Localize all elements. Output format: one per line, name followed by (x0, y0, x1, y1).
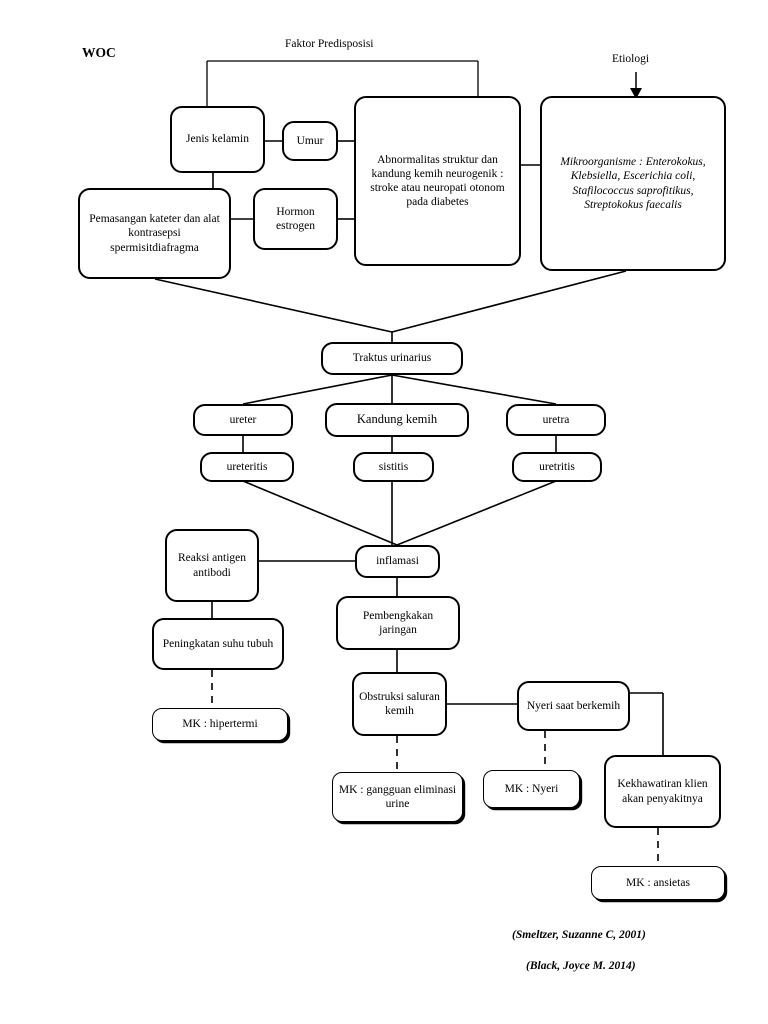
node-pemasangan-kateter-label: Pemasangan kateter dan alat kontrasepsi … (89, 213, 220, 254)
node-inflamasi[interactable]: inflamasi (355, 545, 440, 578)
node-uretritis[interactable]: uretritis (512, 452, 602, 482)
node-kekhawatiran-klien-label: Kekhawatiran klien akan penyakitnya (617, 778, 708, 805)
node-mikroorganisme-label: Mikroorganisme : Enterokokus, Klebsiella… (560, 156, 706, 211)
node-umur-label: Umur (296, 134, 324, 147)
node-mk-gangguan-eliminasi-urine-label: MK : gangguan eliminasi urine (338, 783, 457, 810)
node-pemasangan-kateter[interactable]: Pemasangan kateter dan alat kontrasepsi … (78, 188, 231, 279)
node-nyeri-saat-berkemih[interactable]: Nyeri saat berkemih (517, 681, 630, 731)
node-sistitis[interactable]: sistitis (353, 452, 434, 482)
node-kekhawatiran-klien[interactable]: Kekhawatiran klien akan penyakitnya (604, 755, 721, 828)
node-mk-ansietas-label: MK : ansietas (626, 876, 690, 889)
node-mk-nyeri-label: MK : Nyeri (504, 782, 559, 795)
node-umur[interactable]: Umur (282, 121, 338, 161)
node-mk-nyeri[interactable]: MK : Nyeri (483, 770, 580, 808)
node-nyeri-saat-berkemih-label: Nyeri saat berkemih (526, 699, 621, 712)
node-obstruksi-saluran-kemih-label: Obstruksi saluran kemih (359, 690, 440, 717)
node-pembengkakan-jaringan-label: Pembengkakan jaringan (362, 609, 434, 636)
node-peningkatan-suhu-tubuh-label: Peningkatan suhu tubuh (162, 637, 274, 650)
node-reaksi-antigen-antibodi-label: Reaksi antigen antibodi (177, 552, 247, 579)
node-mk-hipertermi-label: MK : hipertermi (182, 718, 258, 731)
node-kandung-kemih[interactable]: Kandung kemih (325, 403, 469, 437)
node-peningkatan-suhu-tubuh[interactable]: Peningkatan suhu tubuh (152, 618, 284, 670)
citation-smeltzer: (Smeltzer, Suzanne C, 2001) (512, 929, 646, 941)
node-pembengkakan-jaringan[interactable]: Pembengkakan jaringan (336, 596, 460, 650)
node-uretritis-label: uretritis (539, 460, 575, 473)
node-reaksi-antigen-antibodi[interactable]: Reaksi antigen antibodi (165, 529, 259, 602)
node-abnormalitas[interactable]: Abnormalitas struktur dan kandung kemih … (354, 96, 521, 266)
node-jenis-kelamin[interactable]: Jenis kelamin (170, 106, 265, 173)
node-hormon-estrogen-label: Hormon estrogen (276, 205, 315, 232)
faktor-predisposisi-label: Faktor Predisposisi (285, 38, 374, 50)
node-inflamasi-label: inflamasi (376, 555, 419, 568)
node-kandung-kemih-label: Kandung kemih (356, 412, 438, 427)
node-mikroorganisme[interactable]: Mikroorganisme : Enterokokus, Klebsiella… (540, 96, 726, 271)
node-ureteritis[interactable]: ureteritis (200, 452, 294, 482)
node-hormon-estrogen[interactable]: Hormon estrogen (253, 188, 338, 250)
page-title: WOC (82, 45, 116, 60)
node-mk-gangguan-eliminasi-urine[interactable]: MK : gangguan eliminasi urine (332, 772, 463, 822)
node-ureter-label: ureter (229, 413, 257, 426)
node-obstruksi-saluran-kemih[interactable]: Obstruksi saluran kemih (352, 672, 447, 736)
node-ureter[interactable]: ureter (193, 404, 293, 436)
node-uretra-label: uretra (542, 413, 570, 426)
node-traktus-urinarius-label: Traktus urinarius (352, 352, 432, 365)
node-mk-ansietas[interactable]: MK : ansietas (591, 866, 725, 900)
node-ureteritis-label: ureteritis (226, 460, 268, 473)
node-abnormalitas-label: Abnormalitas struktur dan kandung kemih … (370, 153, 505, 209)
citation-black: (Black, Joyce M. 2014) (526, 960, 636, 972)
node-sistitis-label: sistitis (378, 460, 409, 473)
node-traktus-urinarius[interactable]: Traktus urinarius (321, 342, 463, 375)
etiologi-label: Etiologi (612, 53, 650, 65)
node-mk-hipertermi[interactable]: MK : hipertermi (152, 708, 288, 741)
node-uretra[interactable]: uretra (506, 404, 606, 436)
node-jenis-kelamin-label: Jenis kelamin (186, 133, 249, 146)
